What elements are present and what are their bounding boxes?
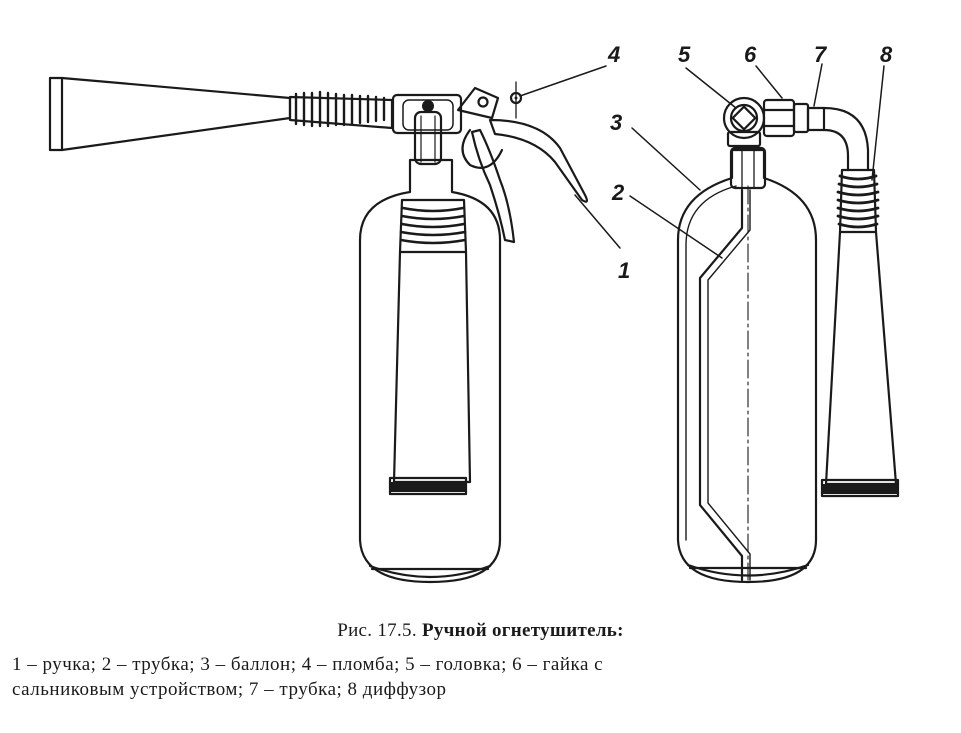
- callout-7: 7: [814, 42, 828, 67]
- leader-lines: [519, 63, 885, 259]
- callout-4: 4: [607, 42, 620, 67]
- left-stored-diffuser: [388, 198, 472, 496]
- right-diffuser: [820, 168, 900, 498]
- callout-1: 1: [618, 258, 630, 283]
- left-cylinder: [358, 158, 502, 584]
- left-valve-head: [391, 93, 463, 135]
- left-lever-handle: [456, 86, 589, 244]
- right-curved-pipe: [822, 106, 870, 172]
- callout-6: 6: [744, 42, 757, 67]
- callout-8: 8: [880, 42, 893, 67]
- extinguisher-diagram: 1 2 3 4 5 6 7 8: [48, 42, 900, 584]
- right-valve-head: [722, 96, 766, 148]
- left-extinguisher: [48, 76, 589, 584]
- right-gland-nut: [762, 98, 826, 138]
- callout-5: 5: [678, 42, 691, 67]
- right-cylinder: [676, 148, 818, 584]
- figure-title: Ручной огнетушитель:: [421, 620, 624, 641]
- callout-3: 3: [610, 110, 622, 135]
- figure-legend: 1 – ручка; 2 – трубка; 3 – баллон; 4 – п…: [12, 652, 942, 702]
- left-seal: [509, 81, 523, 119]
- figure-number: Рис. 17.5.: [337, 620, 417, 641]
- legend-line-2: сальниковым устройством; 7 – трубка; 8 д…: [12, 679, 447, 700]
- left-horn-diffuser: [48, 76, 394, 152]
- figure-caption: Рис. 17.5. Ручной огнетушитель:: [0, 620, 961, 642]
- legend-line-1: 1 – ручка; 2 – трубка; 3 – баллон; 4 – п…: [12, 654, 604, 675]
- callout-2: 2: [611, 180, 625, 205]
- right-siphon-tube: [698, 188, 744, 582]
- right-extinguisher: [676, 96, 900, 584]
